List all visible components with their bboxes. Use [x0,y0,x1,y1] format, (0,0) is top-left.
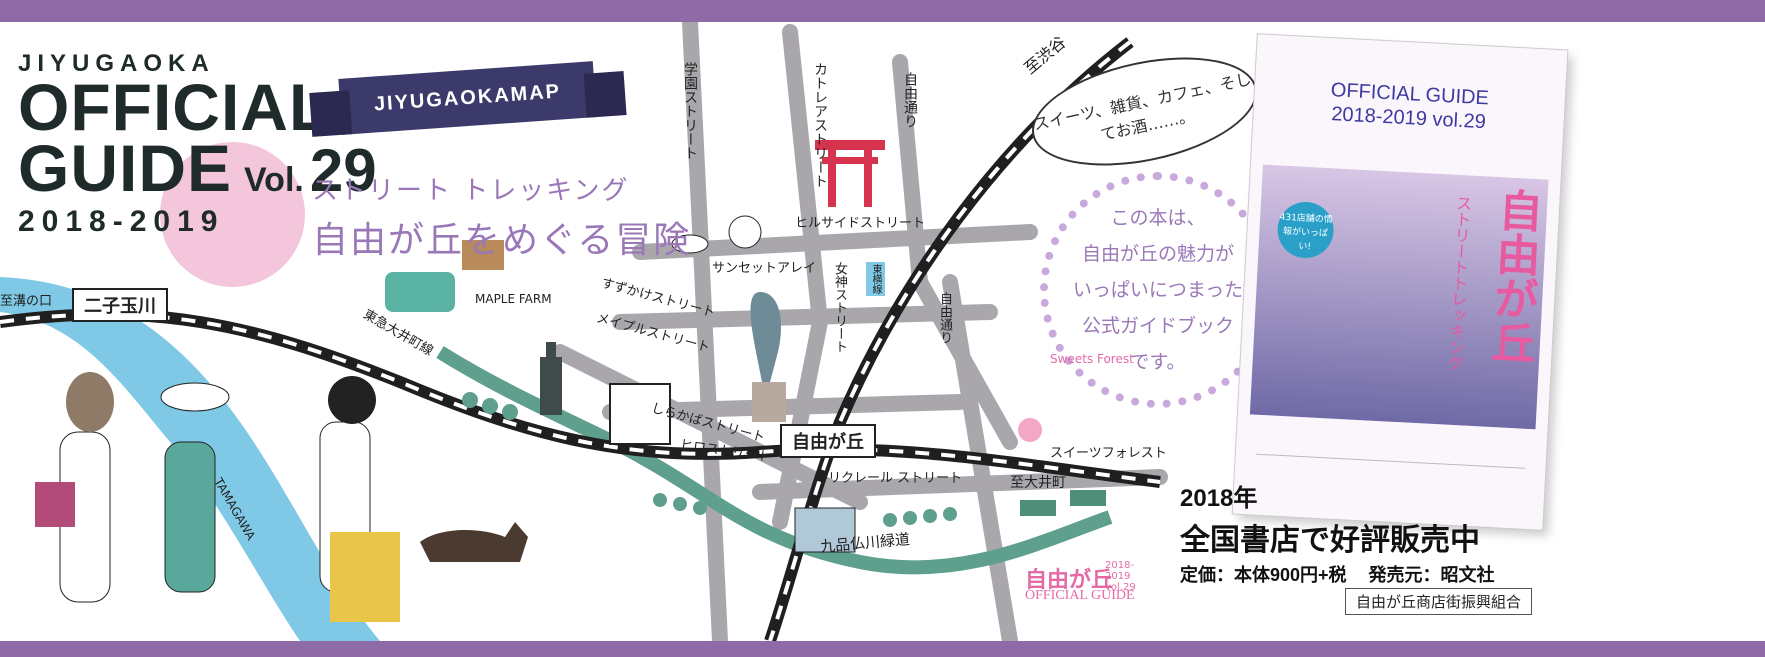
sweets-forest-sign: Sweets Forest [1050,352,1134,366]
station-futako: 二子玉川 [72,288,168,322]
price: 定価：本体900円+税 [1180,565,1347,585]
statue-icon [750,292,781,382]
maple-farm-sign: MAPLE FARM [475,292,552,306]
years: 2018-2019 [18,205,225,238]
sales-headline: 全国書店で好評販売中 [1180,524,1480,557]
street-sunset: サンセットアレイ [712,261,817,276]
intro-line: 自由が丘の魅力が [1081,243,1234,265]
vol-label: Vol. [244,161,304,199]
logo-years: 2018-2019 vol.29 [1105,560,1136,593]
walkers-illustration [35,372,400,622]
price-line: 定価：本体900円+税 発売元：昭文社 [1180,561,1495,587]
subtitle: ストリート トレッキング 自由が丘をめぐる冒険 [312,170,691,263]
street-sweets-forest: スイーツフォレスト [1050,446,1167,461]
book-title: OFFICIAL GUIDE 2018-2019 vol.29 [1253,74,1565,138]
book-cover-text: 自由が丘 [1482,186,1544,366]
logo-sub: OFFICIAL GUIDE [1025,588,1135,603]
street-megami: 女神ストリート [832,262,847,353]
cup-icon [671,234,709,254]
guide-title: JIYUGAOKA OFFICIAL GUIDE Vol. 29 2018-20… [18,50,377,239]
title-row: GUIDE Vol. 29 [18,131,377,205]
map-illustration [0,22,1168,641]
official-guide-logo: 自由が丘 2018-2019 vol.29 OFFICIAL GUIDE [1005,554,1155,609]
toyoko-line-label: 東横線 [866,262,885,296]
sofa-icon [385,272,455,312]
title-official: OFFICIAL [18,70,331,144]
vol-number: 29 [309,137,377,204]
publisher: 発売元：昭文社 [1368,565,1495,585]
bottom-band [0,641,1765,657]
intro-line: 公式ガイドブック [1081,315,1234,337]
kuhonbutsu-path [436,346,1113,575]
street-marie-claire: マリクレール ストリート [815,471,963,486]
city-name: JIYUGAOKA [18,50,215,77]
dog-icon [420,522,528,562]
sales-year: 2018年 [1180,485,1258,512]
vol-circle [160,142,305,287]
poster-icon [609,383,671,445]
street-gakuen: 学園ストリート [682,62,698,160]
basket-icon [462,240,504,270]
street-hillside: ヒルサイドストリート [795,216,926,231]
cake-icon [1018,418,1042,442]
torii-icon [815,140,885,207]
top-band [0,0,1765,22]
oimachi-line [0,308,1161,488]
subtitle-line1: ストリート トレッキング [312,176,630,206]
to-mizonokuchi: 至溝の口 [0,294,53,309]
guidebook-cover: OFFICIAL GUIDE 2018-2019 vol.29 431店舗の情報… [1232,34,1568,530]
shop-icon [794,507,856,553]
station-jiyugaoka: 自由が丘 [780,424,876,458]
street-jiyu-top: 自由通り [902,72,918,128]
statue-base [752,382,786,422]
sales-info: 2018年 全国書店で好評販売中 定価：本体900円+税 発売元：昭文社 [1180,478,1495,587]
map-canvas: JIYUGAOKA OFFICIAL GUIDE Vol. 29 2018-20… [0,22,1765,641]
to-ooimachi: 至大井町 [1010,475,1066,491]
bottle-icon [540,357,562,415]
trees [462,392,957,527]
intro-bubble: この本は、 自由が丘の魅力が いっぱいにつまった 公式ガイドブック です。 [1040,172,1276,408]
organization-box: 自由が丘商店街振興組合 [1345,588,1533,615]
intro-line: いっぱいにつまった [1072,279,1244,301]
teapot-icon [728,215,762,249]
bench-icon [1020,500,1056,516]
street-katrea: カトレアストリート [812,62,828,188]
street-jiyu-mid: 自由通り [937,292,952,344]
subtitle-line2: 自由が丘をめぐる冒険 [312,220,692,261]
logo-main: 自由が丘 [1025,568,1114,593]
title-guide: GUIDE [18,131,233,205]
intro-line: この本は、 [1110,207,1206,229]
bench-icon [1070,490,1106,506]
intro-line: です。 [1130,351,1186,373]
